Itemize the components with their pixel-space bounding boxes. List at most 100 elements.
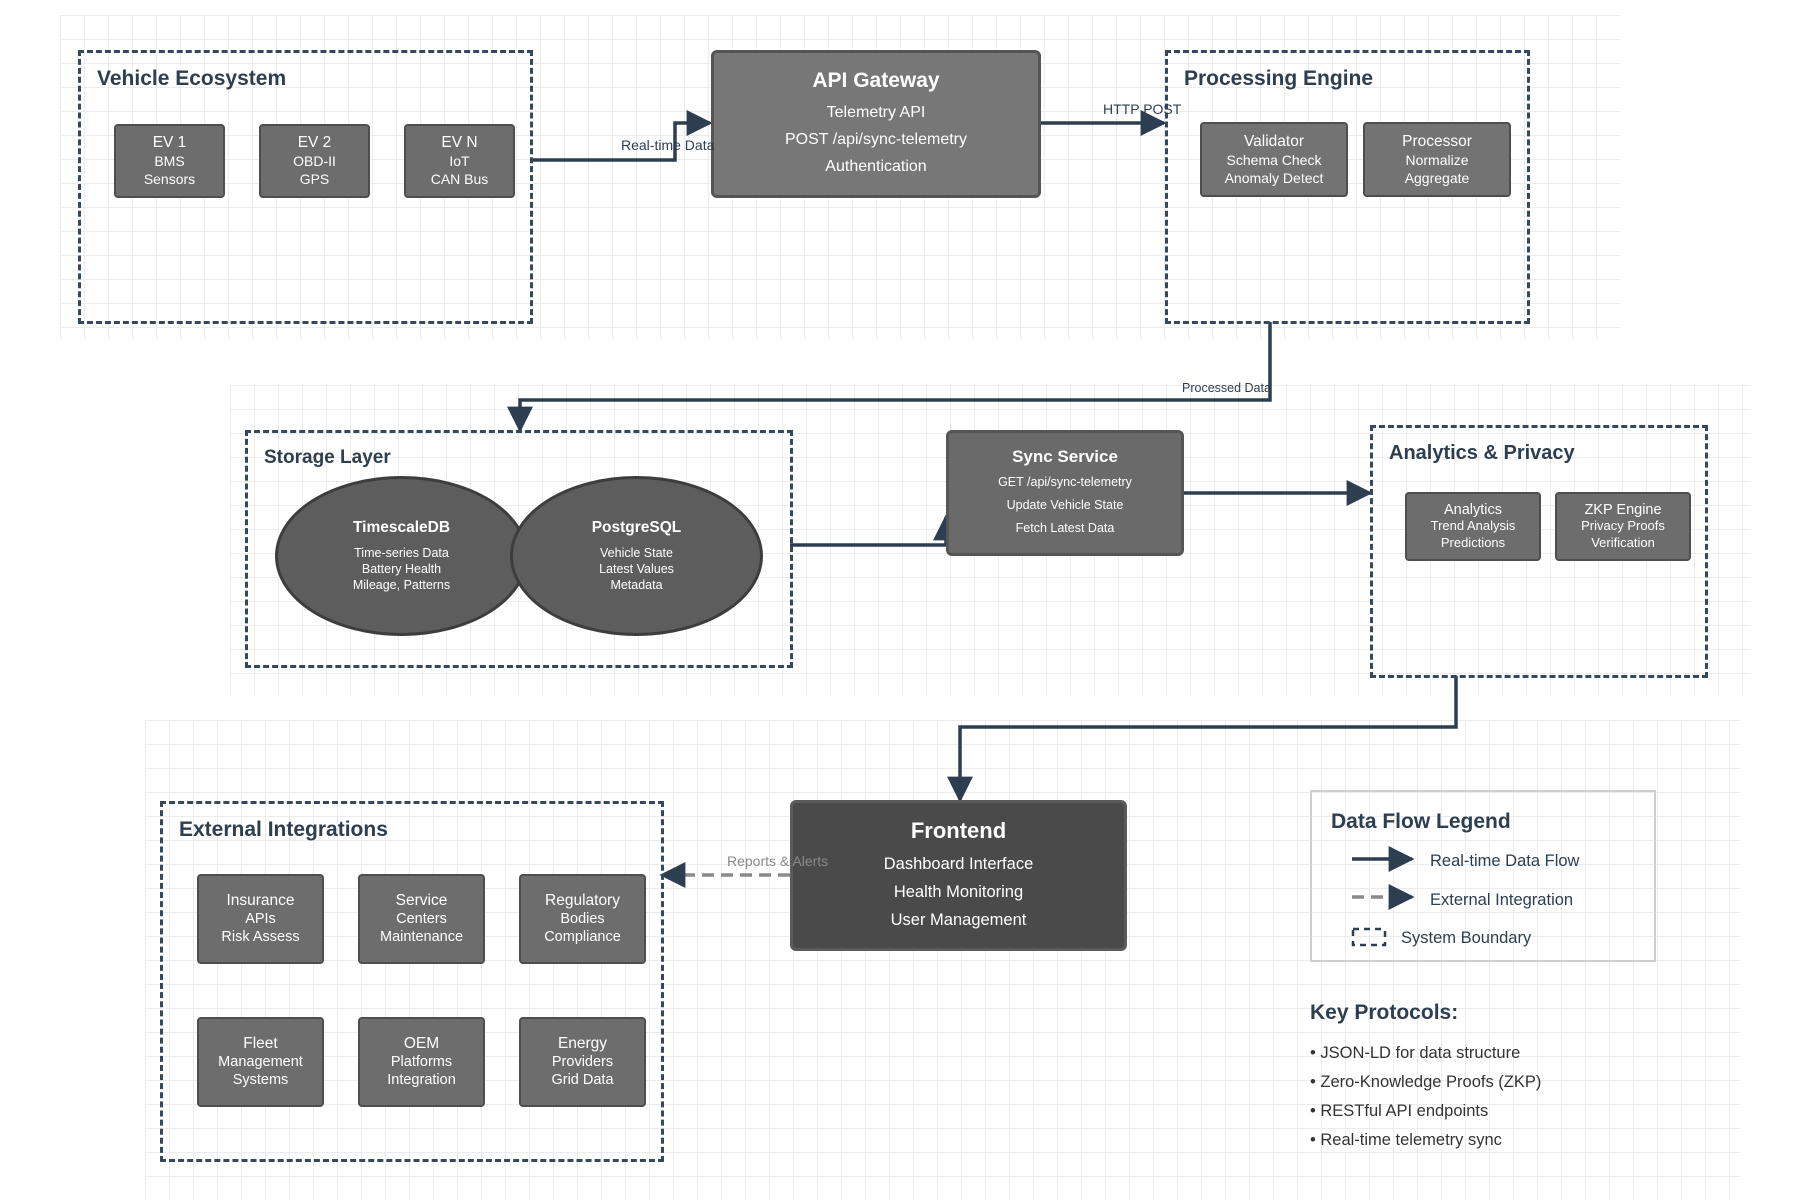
node-detail: Grid Data xyxy=(551,1072,614,1088)
external-integrations-title: External Integrations xyxy=(179,818,388,841)
node-detail: BMS xyxy=(154,153,185,169)
zkp-engine-node[interactable]: ZKP Engine Privacy Proofs Verification xyxy=(1555,492,1691,561)
analytics-privacy-title: Analytics & Privacy xyxy=(1389,442,1575,464)
frontend-title: Frontend xyxy=(910,817,1007,843)
node-detail: Risk Assess xyxy=(221,929,300,945)
frontend-node[interactable]: Frontend Dashboard Interface Health Moni… xyxy=(790,800,1127,951)
regulatory-bodies-node[interactable]: Regulatory Bodies Compliance xyxy=(519,874,646,964)
node-detail: Fetch Latest Data xyxy=(1015,520,1115,535)
edge-label-realtime-data: Real-time Data xyxy=(621,137,715,153)
node-label: TimescaleDB xyxy=(352,519,451,536)
edge-label-reports-alerts: Reports & Alerts xyxy=(727,853,829,869)
node-detail: OBD-II xyxy=(293,153,336,169)
processor-node[interactable]: Processor Normalize Aggregate xyxy=(1363,122,1511,197)
api-gateway-title: API Gateway xyxy=(812,68,940,92)
node-detail: Compliance xyxy=(544,929,621,945)
node-detail: Health Monitoring xyxy=(893,882,1024,901)
node-detail: Centers xyxy=(396,911,447,927)
external-integrations-group: External Integrations xyxy=(160,801,664,1162)
node-detail: Anomaly Detect xyxy=(1224,169,1324,186)
legend-title: Data Flow Legend xyxy=(1331,810,1511,833)
node-detail: Authentication xyxy=(825,157,927,175)
vehicle-node-ev2[interactable]: EV 2 OBD-II GPS xyxy=(259,124,370,198)
node-detail: User Management xyxy=(890,910,1027,929)
edge-label-http-post: HTTP POST xyxy=(1103,101,1182,117)
energy-providers-node[interactable]: Energy Providers Grid Data xyxy=(519,1017,646,1107)
node-detail: Bodies xyxy=(560,911,605,927)
node-label: EV 1 xyxy=(152,134,187,151)
legend-item-realtime: Real-time Data Flow xyxy=(1430,852,1580,870)
sync-service-title: Sync Service xyxy=(1012,446,1118,466)
node-label: Analytics xyxy=(1443,501,1503,518)
node-detail: Update Vehicle State xyxy=(1006,497,1124,512)
node-detail: Management xyxy=(218,1054,303,1070)
postgresql-node[interactable]: PostgreSQL Vehicle State Latest Values M… xyxy=(510,476,763,636)
node-detail: Integration xyxy=(387,1072,456,1088)
analytics-node[interactable]: Analytics Trend Analysis Predictions xyxy=(1405,492,1541,561)
node-detail: Maintenance xyxy=(379,929,464,945)
node-detail: Mileage, Patterns xyxy=(352,578,451,592)
api-gateway-node[interactable]: API Gateway Telemetry API POST /api/sync… xyxy=(711,50,1041,198)
insurance-node[interactable]: Insurance APIs Risk Assess xyxy=(197,874,324,964)
node-detail: Telemetry API xyxy=(826,103,926,121)
node-label: Energy xyxy=(557,1035,608,1052)
protocol-item: • Zero-Knowledge Proofs (ZKP) xyxy=(1310,1073,1542,1091)
node-label: EV N xyxy=(441,134,478,151)
fleet-management-node[interactable]: Fleet Management Systems xyxy=(197,1017,324,1107)
processing-engine-title: Processing Engine xyxy=(1184,67,1374,90)
node-label: Processor xyxy=(1402,132,1472,150)
node-detail: Verification xyxy=(1591,534,1655,550)
timescaledb-node[interactable]: TimescaleDB Time-series Data Battery Hea… xyxy=(275,476,528,636)
processing-engine-group: Processing Engine xyxy=(1165,50,1530,324)
node-detail: Aggregate xyxy=(1404,169,1470,186)
analytics-privacy-group: Analytics & Privacy xyxy=(1370,425,1708,678)
edge-storage-to-sync xyxy=(790,514,959,547)
node-detail: Predictions xyxy=(1440,534,1506,550)
node-detail: POST /api/sync-telemetry xyxy=(785,130,967,148)
node-label: ZKP Engine xyxy=(1584,501,1662,518)
node-detail: Vehicle State xyxy=(600,546,673,560)
node-label: Insurance xyxy=(226,892,295,909)
node-detail: Platforms xyxy=(390,1054,453,1070)
service-centers-node[interactable]: Service Centers Maintenance xyxy=(358,874,485,964)
node-detail: CAN Bus xyxy=(430,171,489,187)
node-detail: Trend Analysis xyxy=(1430,518,1516,534)
sync-service-node[interactable]: Sync Service GET /api/sync-telemetry Upd… xyxy=(946,430,1184,556)
node-label: EV 2 xyxy=(297,134,332,151)
vehicle-node-ev1[interactable]: EV 1 BMS Sensors xyxy=(114,124,225,198)
node-detail: Systems xyxy=(232,1072,289,1088)
storage-layer-title: Storage Layer xyxy=(264,447,391,468)
node-detail: GPS xyxy=(299,171,330,187)
node-detail: Latest Values xyxy=(599,562,674,576)
node-detail: GET /api/sync-telemetry xyxy=(998,474,1132,489)
vehicle-ecosystem-group: Vehicle Ecosystem xyxy=(78,50,533,324)
vehicle-node-evn[interactable]: EV N IoT CAN Bus xyxy=(404,124,515,198)
validator-node[interactable]: Validator Schema Check Anomaly Detect xyxy=(1200,122,1348,197)
edge-label-processed-data: Processed Data xyxy=(1182,381,1271,395)
node-label: Fleet xyxy=(243,1035,278,1052)
node-detail: Providers xyxy=(551,1054,614,1070)
node-detail: Battery Health xyxy=(361,562,442,576)
legend: Data Flow Legend xyxy=(1310,790,1656,962)
node-label: Service xyxy=(395,892,448,909)
node-detail: Dashboard Interface xyxy=(883,854,1034,873)
node-detail: Time-series Data xyxy=(354,546,449,560)
node-detail: Schema Check xyxy=(1226,151,1322,168)
node-label: Validator xyxy=(1243,132,1305,150)
vehicle-ecosystem-title: Vehicle Ecosystem xyxy=(97,67,287,90)
oem-platforms-node[interactable]: OEM Platforms Integration xyxy=(358,1017,485,1107)
storage-layer-group: Storage Layer xyxy=(245,430,793,668)
node-detail: Normalize xyxy=(1405,151,1469,168)
node-detail: Sensors xyxy=(143,171,196,187)
legend-item-external: External Integration xyxy=(1430,891,1574,909)
edge-processing-to-storage xyxy=(507,322,1272,433)
legend-item-boundary: System Boundary xyxy=(1401,929,1532,947)
edge-vehicle-to-gateway xyxy=(530,110,713,162)
node-detail: Privacy Proofs xyxy=(1581,518,1665,534)
node-detail: Metadata xyxy=(610,578,663,592)
node-label: Regulatory xyxy=(545,892,620,909)
node-detail: IoT xyxy=(449,153,470,169)
protocol-item: • Real-time telemetry sync xyxy=(1310,1131,1502,1149)
protocol-item: • RESTful API endpoints xyxy=(1310,1102,1489,1120)
